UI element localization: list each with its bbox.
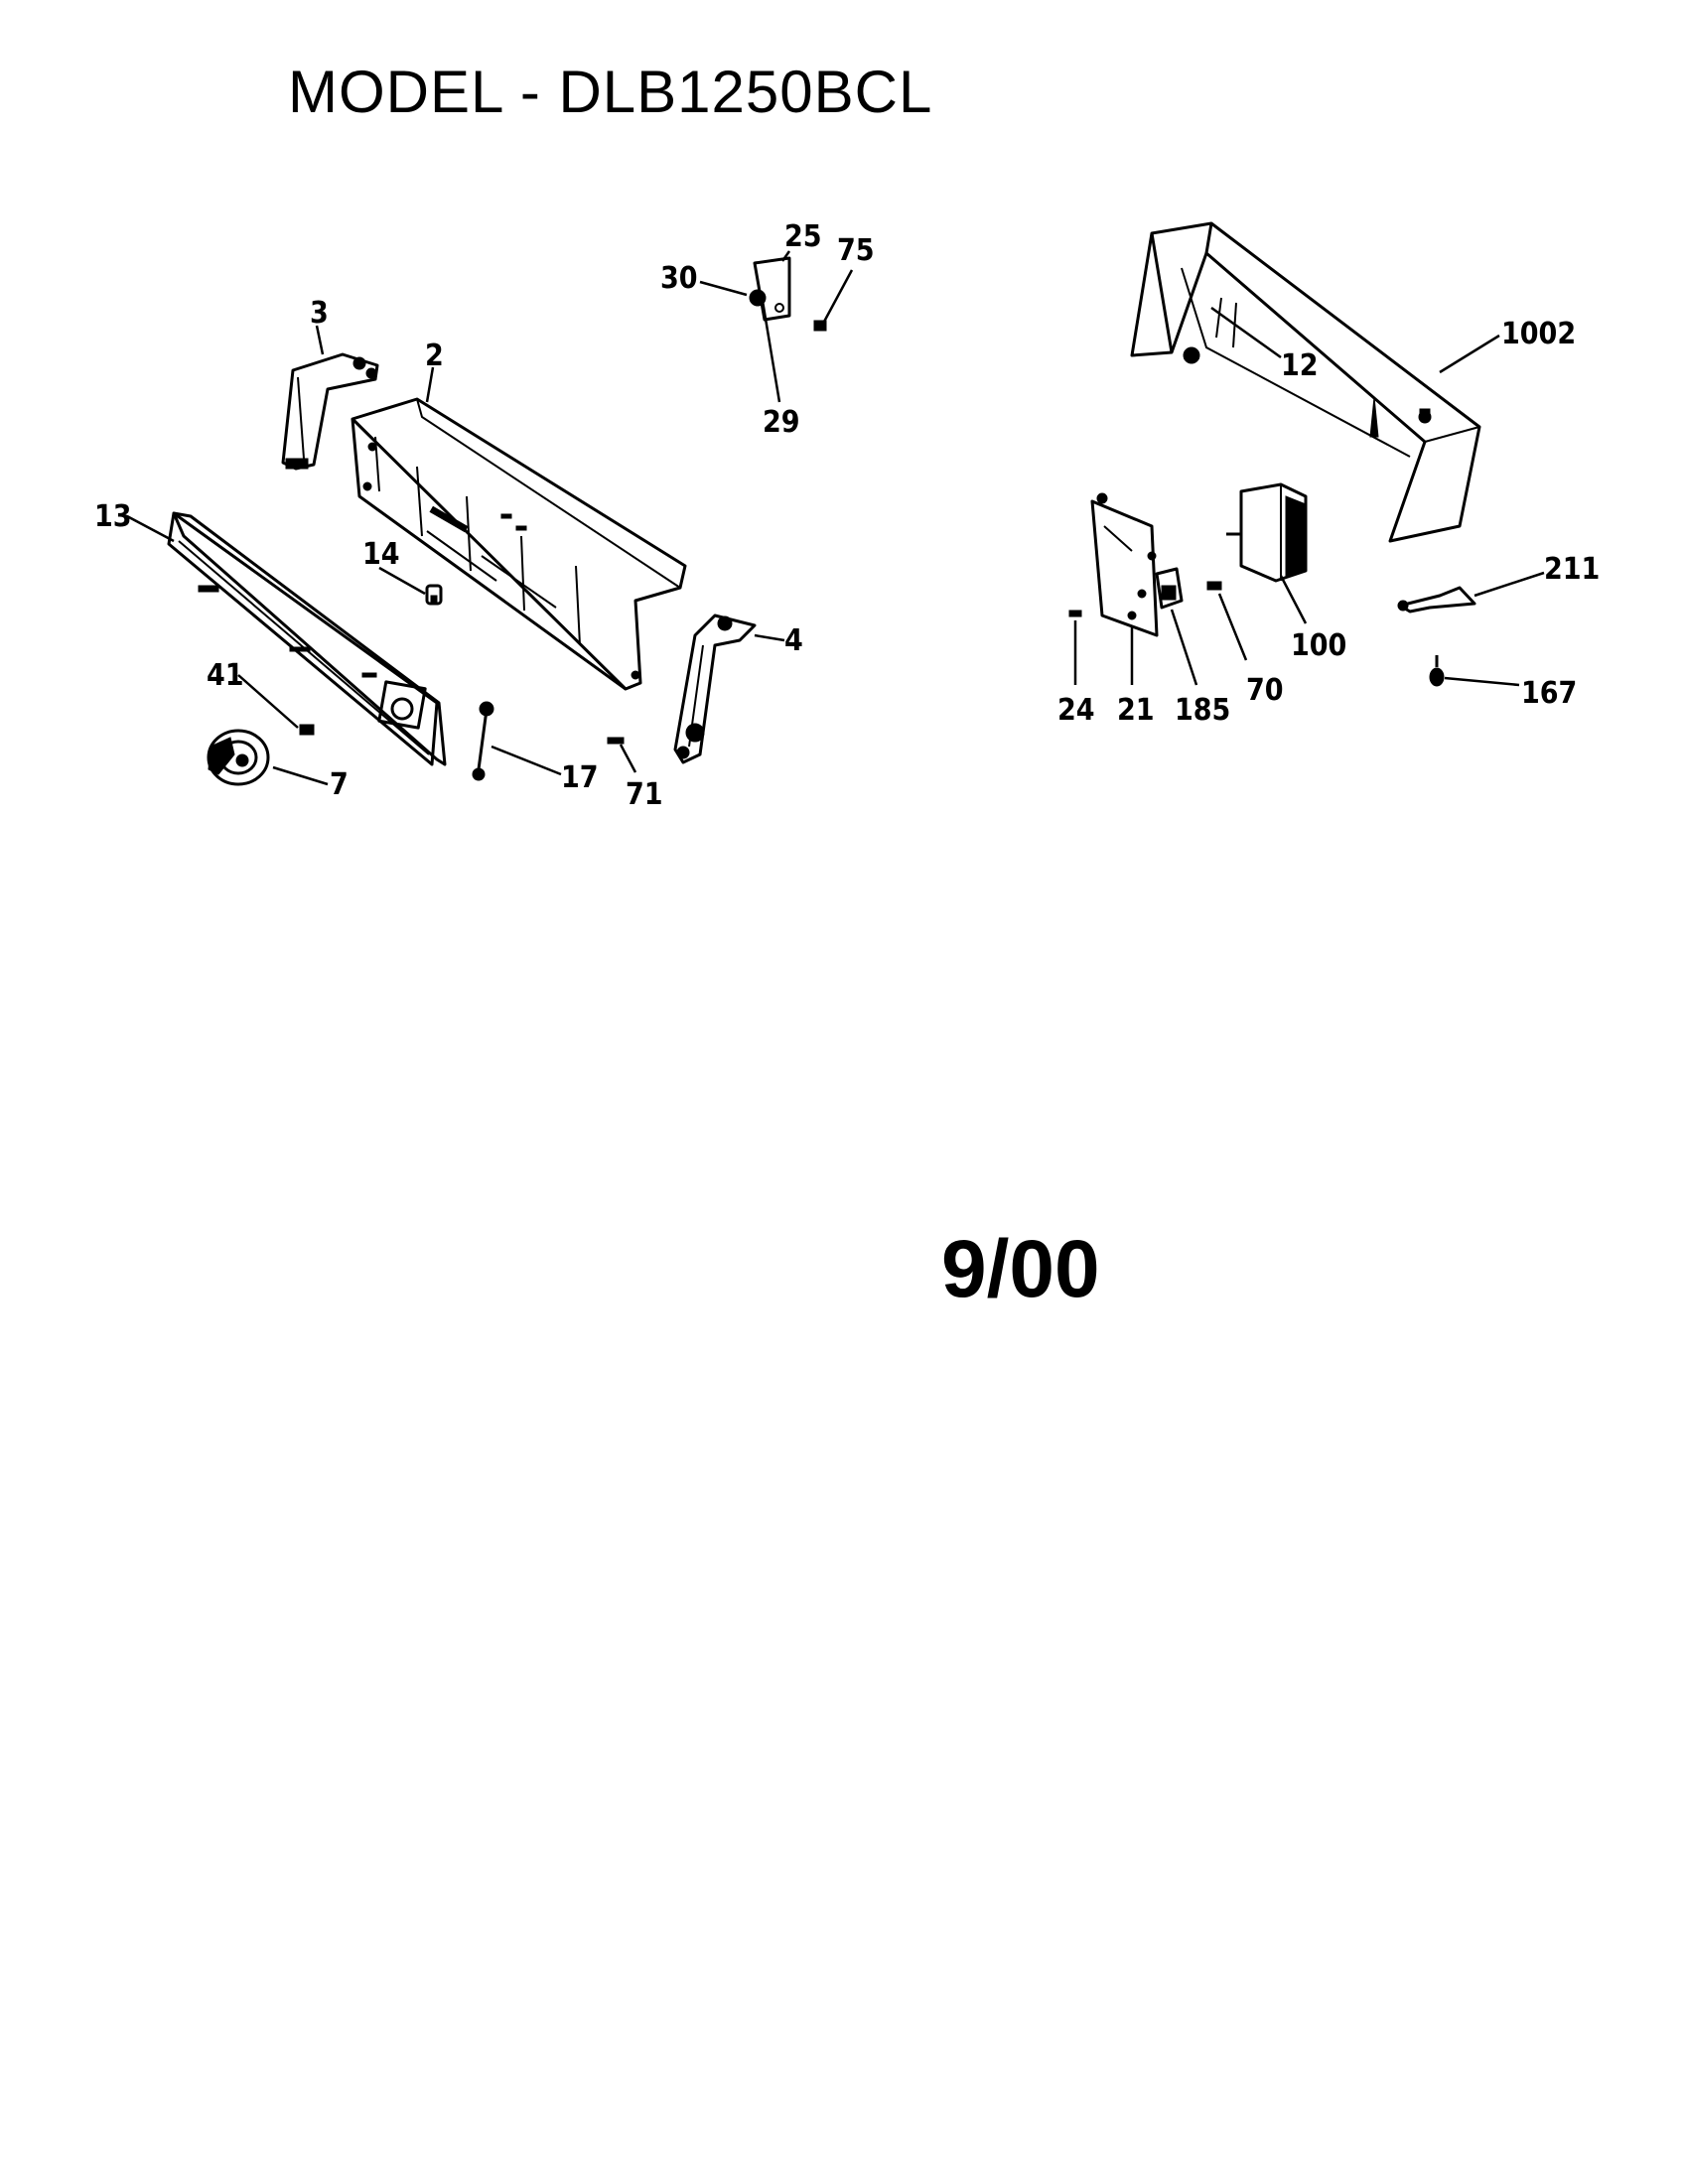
callout-75: 75 — [837, 233, 875, 268]
part-1002-backsplash — [1130, 221, 1481, 543]
callout-100: 100 — [1291, 628, 1346, 663]
part-167-fastener — [1429, 655, 1445, 687]
part-211-clip — [1397, 586, 1476, 614]
callout-30: 30 — [660, 261, 698, 296]
part-13-panel-overlay — [167, 511, 447, 766]
part-24-screw — [1068, 610, 1082, 617]
callout-211: 211 — [1544, 552, 1600, 587]
callout-7: 7 — [330, 767, 349, 802]
part-185-switch — [1155, 567, 1184, 610]
callout-4: 4 — [784, 623, 803, 658]
callout-71: 71 — [626, 777, 663, 812]
callout-14: 14 — [362, 537, 400, 572]
callout-3: 3 — [310, 296, 329, 331]
part-70-screw — [1206, 581, 1222, 591]
callout-70: 70 — [1246, 673, 1284, 708]
part-14-indicator — [425, 584, 443, 606]
callout-21: 21 — [1117, 693, 1155, 728]
part-41-clip — [299, 724, 315, 736]
callout-2: 2 — [425, 339, 444, 373]
part-25-switch — [749, 256, 791, 322]
part-75-screw — [813, 320, 827, 332]
callout-25: 25 — [784, 219, 822, 254]
callout-29: 29 — [763, 405, 800, 440]
callout-12: 12 — [1281, 348, 1319, 383]
callout-185: 185 — [1175, 693, 1230, 728]
part-100-timer — [1226, 482, 1308, 583]
callout-13: 13 — [94, 499, 132, 534]
part-4-right-bracket — [673, 614, 757, 764]
callout-1002: 1002 — [1501, 317, 1576, 351]
callout-167: 167 — [1521, 676, 1577, 711]
part-2-control-panel-housing — [351, 397, 687, 691]
part-3-left-bracket — [281, 352, 379, 471]
model-title: MODEL - DLB1250BCL — [288, 59, 933, 125]
callout-17: 17 — [561, 760, 599, 795]
callout-41: 41 — [207, 658, 244, 693]
revision-date: 9/00 — [941, 1224, 1100, 1314]
callout-24: 24 — [1057, 693, 1095, 728]
part-7-knob — [207, 729, 270, 786]
part-71-screw — [607, 737, 625, 745]
part-17-rod — [472, 701, 494, 781]
part-21-mounting-plate — [1090, 492, 1159, 637]
